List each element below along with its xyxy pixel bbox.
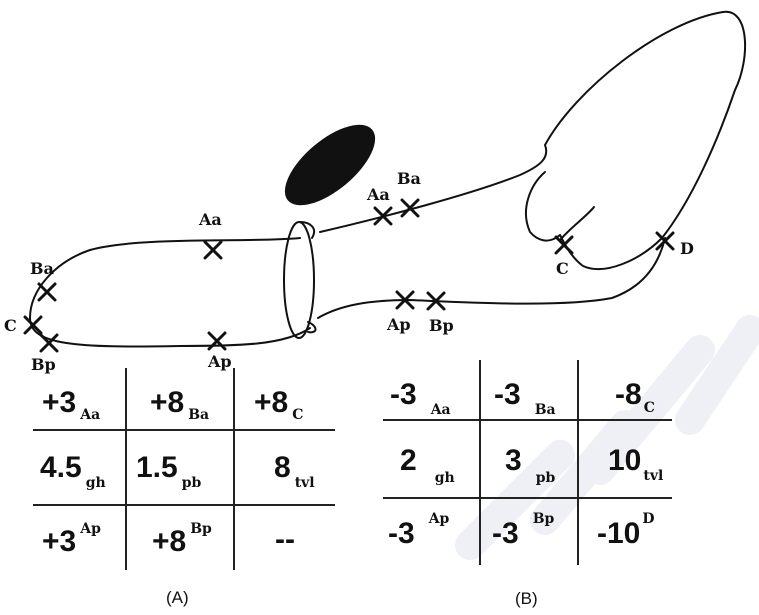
label-bp-right: Bp (429, 316, 454, 335)
table-a-grid (33, 368, 335, 570)
svg-text:+8C: +8C (254, 386, 303, 423)
x-marker-aa-left (203, 240, 223, 260)
caption-a: (A) (166, 588, 189, 607)
table-b-cell: 3pb (505, 444, 555, 486)
x-marker-bp-left (39, 333, 59, 353)
table-b-cell: 2gh (400, 444, 455, 486)
label-aa-right: Aa (366, 185, 390, 204)
svg-text:2gh: 2gh (400, 444, 455, 486)
watermark (455, 315, 759, 560)
table-b-grid (383, 360, 672, 565)
right-tooth-bottom-outline (317, 237, 666, 319)
collar-hook-top (299, 221, 316, 239)
svg-text:-8C: -8C (615, 378, 655, 416)
svg-text:+3Aa: +3Aa (42, 386, 100, 423)
collar-ellipse (283, 221, 315, 339)
label-d-right: D (680, 239, 694, 258)
right-tooth-outline (319, 10, 747, 271)
label-ap-left: Ap (207, 352, 232, 371)
label-aa-left: Aa (198, 210, 222, 229)
label-c-left: C (4, 316, 17, 335)
right-tooth-inner-line (559, 206, 595, 241)
svg-text:-3Aa: -3Aa (390, 378, 451, 418)
x-marker-c-right (554, 235, 574, 255)
label-ba-right: Ba (397, 169, 421, 188)
svg-text:+8Bp: +8Bp (152, 521, 212, 558)
collar-hook-bottom (307, 321, 317, 334)
svg-text:-3Ap: -3Ap (388, 511, 450, 550)
svg-text:+8Ba: +8Ba (150, 386, 209, 423)
svg-text:4.5gh: 4.5gh (40, 451, 106, 491)
table-a-cell: -- (275, 523, 295, 556)
label-ap-right: Ap (386, 315, 411, 334)
x-marker-ba-left (37, 282, 57, 302)
black-oval (284, 124, 376, 206)
x-marker-bp-right (426, 291, 446, 311)
x-marker-aa-right (373, 206, 393, 226)
label-ba-left: Ba (30, 259, 54, 278)
svg-text:--: -- (275, 523, 295, 556)
caption-b: (B) (515, 589, 538, 608)
x-marker-ba-right (400, 198, 420, 218)
svg-text:-3Ba: -3Ba (494, 378, 556, 418)
x-marker-d-right (655, 231, 675, 251)
left-tooth-outline (29, 237, 311, 348)
label-bp-left: Bp (31, 355, 56, 374)
x-marker-c-left (23, 315, 43, 335)
x-marker-ap-left (207, 331, 227, 351)
svg-text:-10D: -10D (597, 511, 655, 550)
svg-text:+3Ap: +3Ap (42, 521, 101, 558)
x-marker-ap-right (395, 290, 415, 310)
svg-text:1.5pb: 1.5pb (136, 451, 202, 491)
svg-text:3pb: 3pb (505, 444, 555, 486)
label-c-right: C (556, 259, 569, 278)
svg-text:-3Bp: -3Bp (492, 511, 555, 550)
